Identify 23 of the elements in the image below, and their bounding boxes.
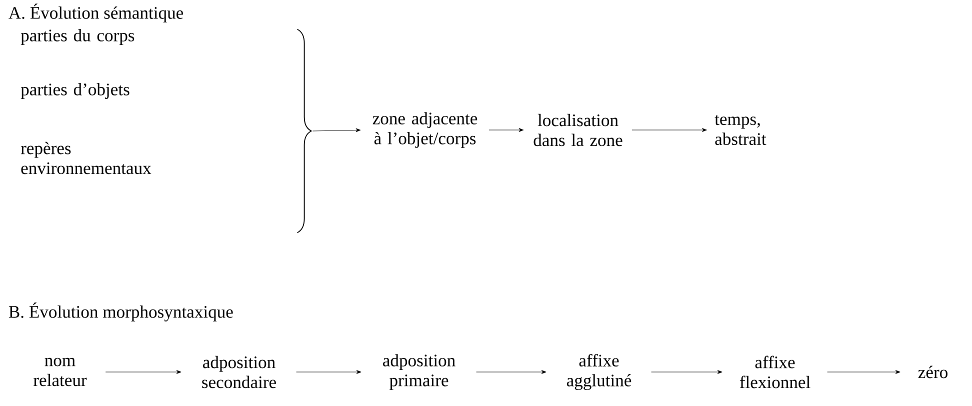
- term-text: zone adjacente à l’objet/corps: [372, 112, 478, 148]
- arrow: [105, 370, 182, 374]
- arrow: [651, 370, 722, 374]
- brace: [296, 28, 312, 234]
- term-text: nom relateur: [34, 358, 87, 386]
- term-text: parties d’objets: [20, 83, 130, 99]
- term-text: affixe flexionnel: [740, 356, 810, 388]
- term-text: temps, abstrait: [714, 115, 766, 145]
- arrow: [827, 370, 900, 374]
- arrow: [476, 370, 546, 374]
- term-text: adposition primaire: [383, 354, 456, 390]
- arrow: [296, 370, 362, 374]
- section-heading: A. Évolution sémantique: [8, 4, 184, 22]
- arrow: [632, 128, 707, 132]
- section-heading: B. Évolution morphosyntaxique: [8, 302, 233, 322]
- term-text: zéro: [918, 366, 948, 378]
- term-text: parties du corps: [20, 29, 134, 45]
- arrow: [488, 128, 524, 132]
- arrow: [312, 128, 361, 132]
- term-text: repères environnementaux: [20, 142, 152, 174]
- term-text: localisation dans la zone: [534, 114, 622, 146]
- term-text: affixe agglutiné: [566, 354, 632, 390]
- term-text: adposition secondaire: [202, 356, 276, 388]
